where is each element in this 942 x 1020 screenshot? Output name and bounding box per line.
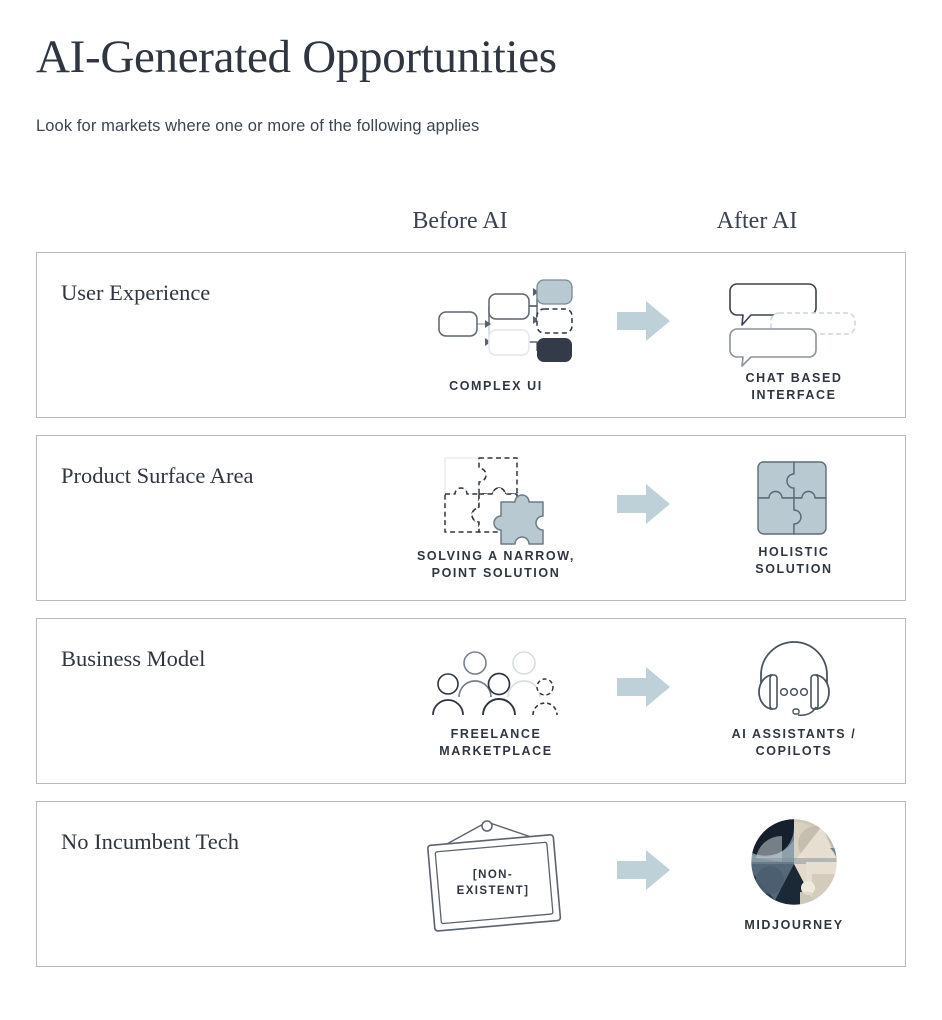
row-label: Product Surface Area (61, 463, 254, 488)
row-label: Business Model (61, 646, 206, 671)
after-cell: CHAT BASED INTERFACE (669, 253, 919, 417)
before-cell: SOLVING A NARROW, POINT SOLUTION (367, 436, 625, 600)
before-caption: FREELANCE MARKETPLACE (439, 727, 553, 758)
midjourney-logo-icon (750, 818, 838, 906)
people-group-icon (431, 647, 561, 716)
arrow-cell (589, 253, 699, 417)
page-title: AI-Generated Opportunities (36, 31, 557, 83)
before-cell: COMPLEX UI (367, 253, 625, 417)
opportunity-rows: User Experience (36, 252, 906, 967)
empty-picture-frame-icon: [NON- EXISTENT] (421, 816, 571, 936)
page-subtitle: Look for markets where one or more of th… (36, 117, 480, 135)
right-arrow-icon (617, 665, 671, 709)
column-header-before-ai: Before AI (412, 208, 508, 234)
after-cell: HOLISTIC SOLUTION (669, 436, 919, 600)
row-label: User Experience (61, 280, 211, 305)
after-caption: AI ASSISTANTS / COPILOTS (731, 727, 857, 758)
arrow-cell (589, 436, 699, 600)
right-arrow-icon (617, 299, 671, 343)
arrow-cell (589, 802, 699, 966)
row-user-experience: User Experience (36, 252, 906, 418)
right-arrow-icon (617, 848, 671, 892)
right-arrow-icon (617, 482, 671, 526)
chat-bubbles-icon (729, 280, 859, 367)
svg-text:EXISTENT]: EXISTENT] (457, 885, 530, 897)
complex-flowchart-icon (433, 279, 573, 363)
after-caption: MIDJOURNEY (744, 918, 844, 932)
row-business-model: Business Model (36, 618, 906, 784)
after-caption: HOLISTIC SOLUTION (755, 545, 833, 576)
partial-puzzle-icon (437, 452, 555, 545)
after-caption: CHAT BASED INTERFACE (745, 371, 843, 402)
row-label: No Incumbent Tech (61, 829, 239, 854)
after-cell: MIDJOURNEY (669, 802, 919, 966)
before-caption: SOLVING A NARROW, POINT SOLUTION (417, 549, 575, 580)
complete-puzzle-icon (754, 458, 834, 538)
row-no-incumbent-tech: No Incumbent Tech [NON- (36, 801, 906, 967)
row-product-surface-area: Product Surface Area (36, 435, 906, 601)
svg-text:[NON-: [NON- (473, 869, 513, 881)
arrow-cell (589, 619, 699, 783)
before-cell: [NON- EXISTENT] (367, 802, 625, 966)
headset-icon (751, 639, 837, 717)
column-header-after-ai: After AI (716, 208, 798, 234)
before-cell: FREELANCE MARKETPLACE (367, 619, 625, 783)
after-cell: AI ASSISTANTS / COPILOTS (669, 619, 919, 783)
before-caption: COMPLEX UI (449, 379, 543, 393)
